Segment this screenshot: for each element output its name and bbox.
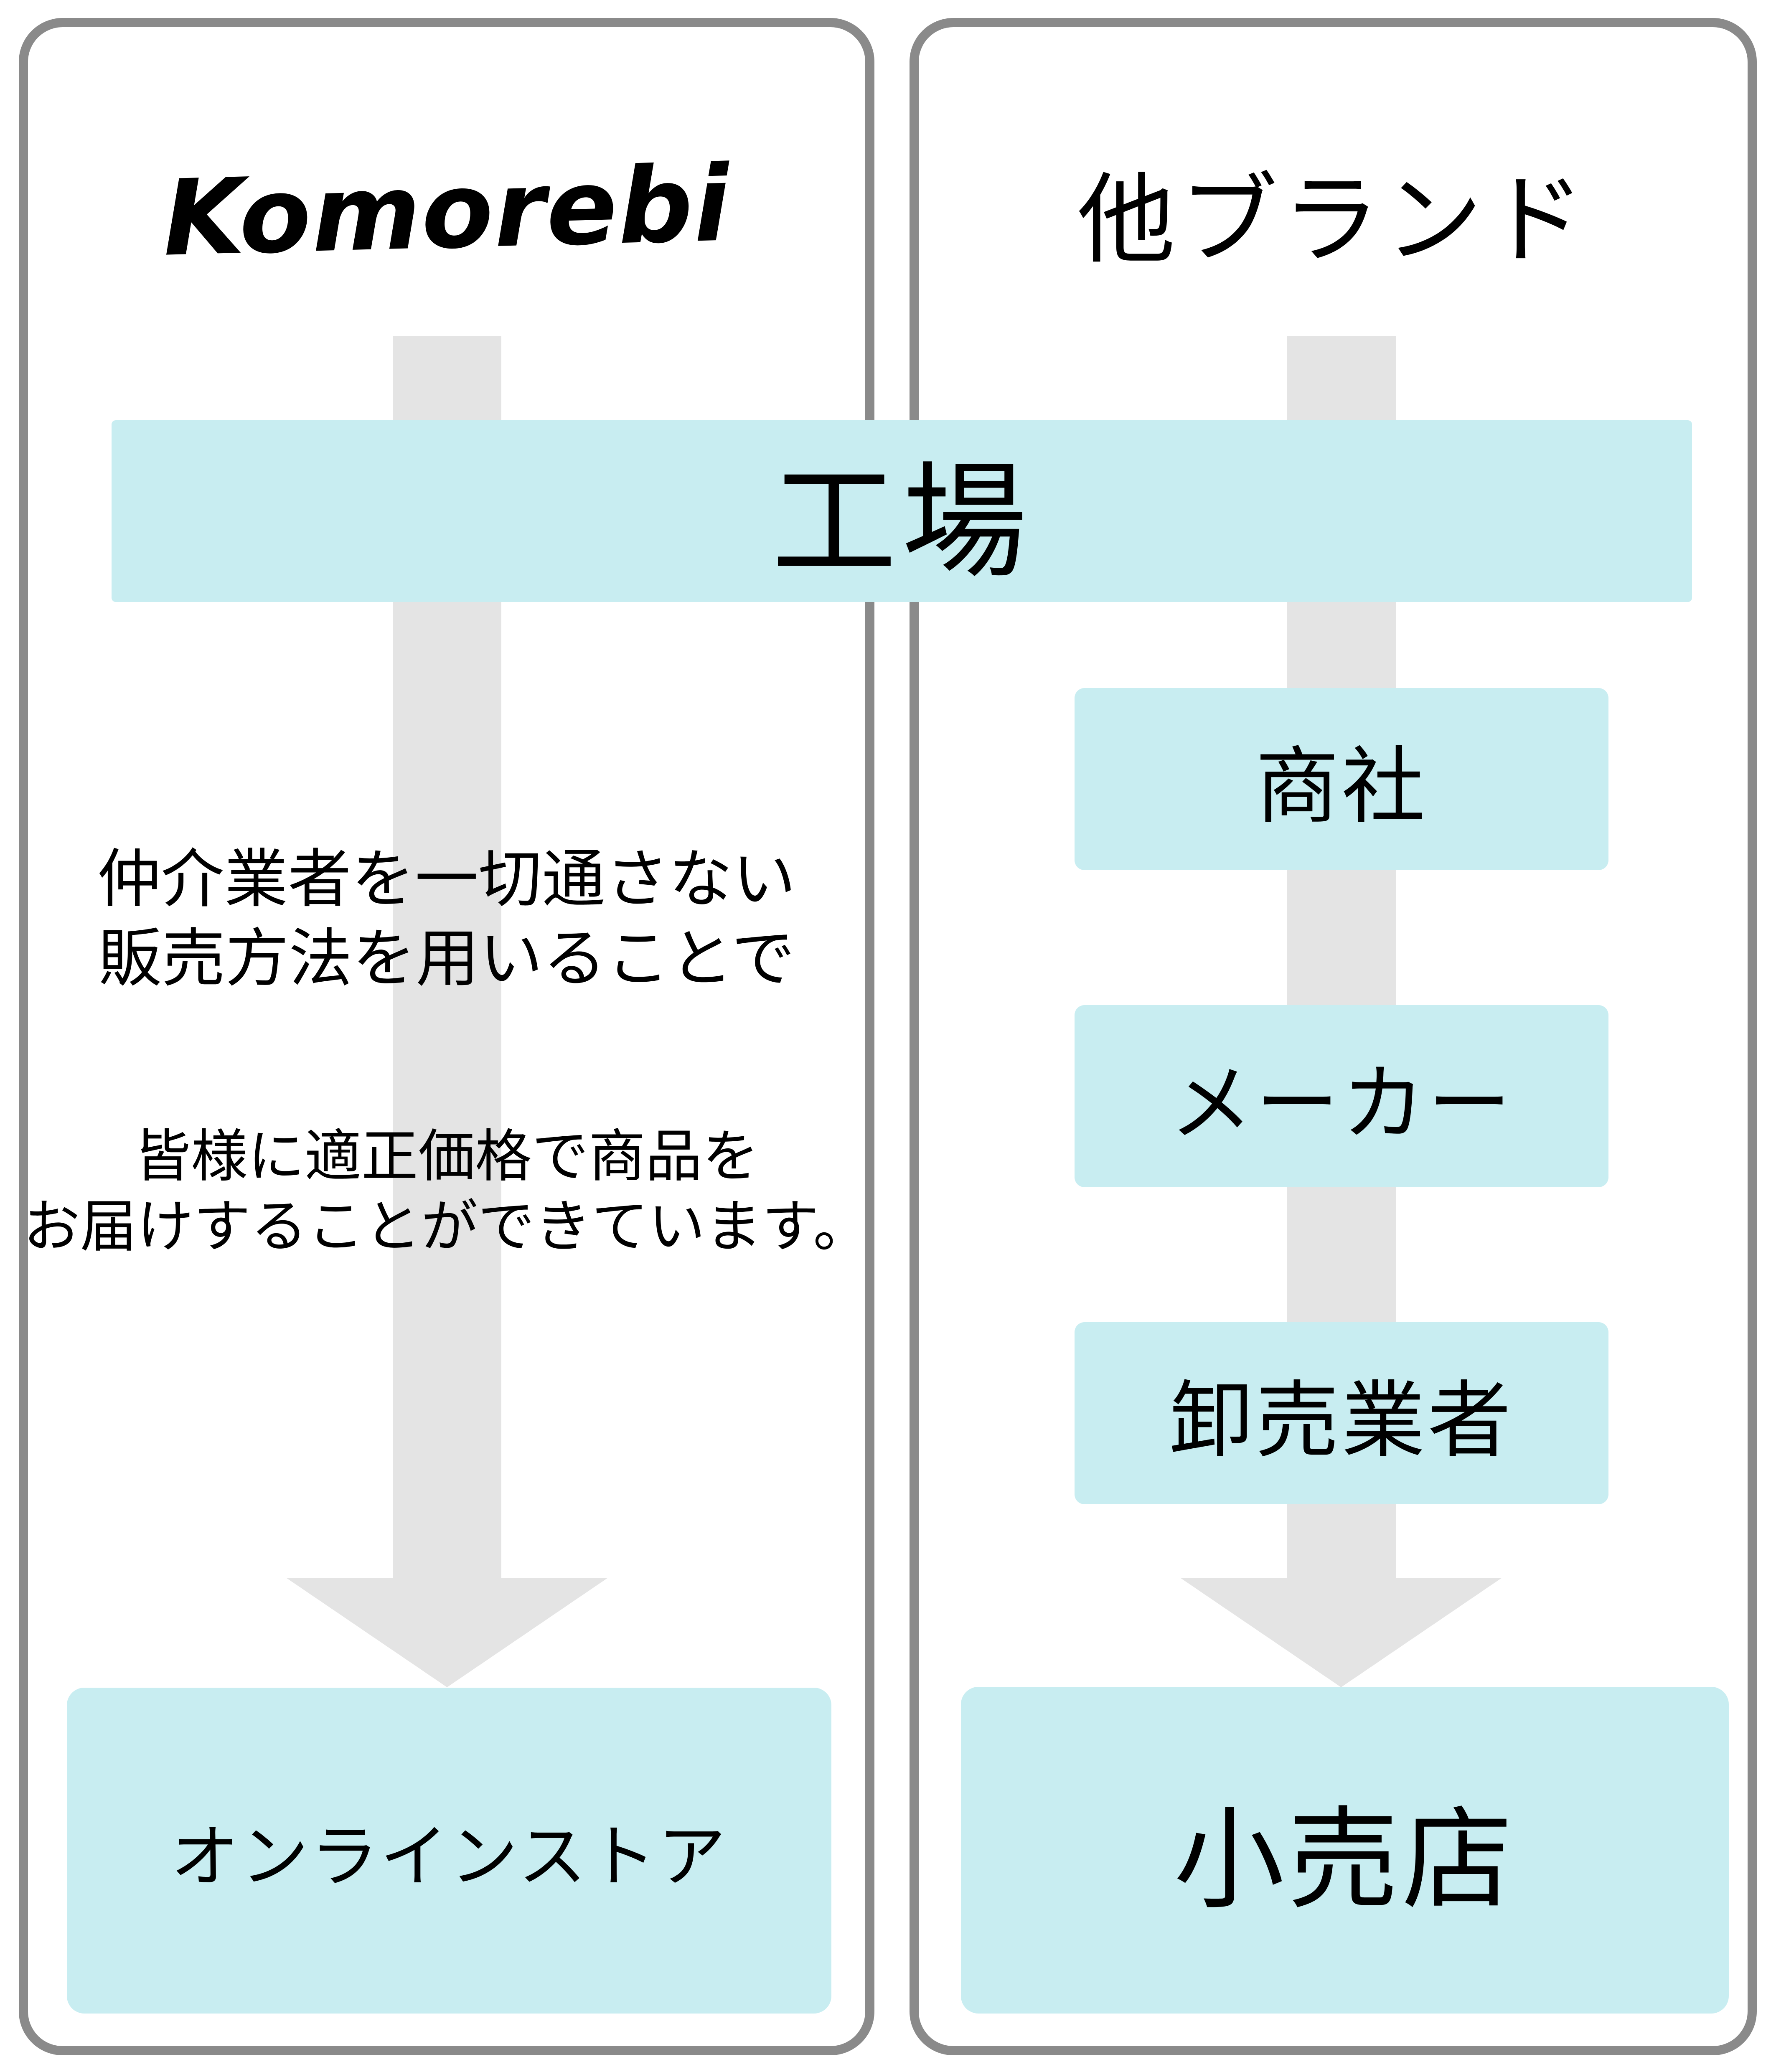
down-arrow-head-icon-right	[1180, 1578, 1502, 1687]
step-label: 卸売業者	[1169, 1374, 1514, 1468]
online-store-box: オンラインストア	[67, 1688, 831, 2014]
komorebi-logo: Komorebi	[161, 142, 732, 279]
step-box-maker: メーカー	[1075, 1005, 1608, 1187]
factory-box: 工場	[112, 420, 1692, 602]
direct-sales-note: 仲介業者を一切通さない 販売方法を用いることで	[19, 840, 874, 998]
down-arrow-head-icon-left	[286, 1578, 608, 1687]
retail-store-label: 小売店	[1174, 1798, 1516, 1922]
factory-label: 工場	[771, 452, 1032, 592]
note-line: 皆様に適正価格で商品を	[134, 1125, 759, 1188]
other-brands-title: 他ブランド	[1077, 165, 1589, 275]
note-line: お届けすることができています。	[23, 1195, 870, 1258]
step-label: 商社	[1255, 740, 1428, 833]
step-label: メーカー	[1169, 1057, 1514, 1150]
note-line: 仲介業者を一切通さない	[97, 844, 796, 915]
online-store-label: オンラインストア	[170, 1818, 728, 1895]
retail-store-box: 小売店	[961, 1687, 1729, 2014]
fair-price-note: 皆様に適正価格で商品を お届けすることができています。	[19, 1121, 874, 1262]
step-box-trading-company: 商社	[1075, 688, 1608, 870]
step-box-wholesaler: 卸売業者	[1075, 1322, 1608, 1504]
note-line: 販売方法を用いることで	[98, 923, 795, 994]
